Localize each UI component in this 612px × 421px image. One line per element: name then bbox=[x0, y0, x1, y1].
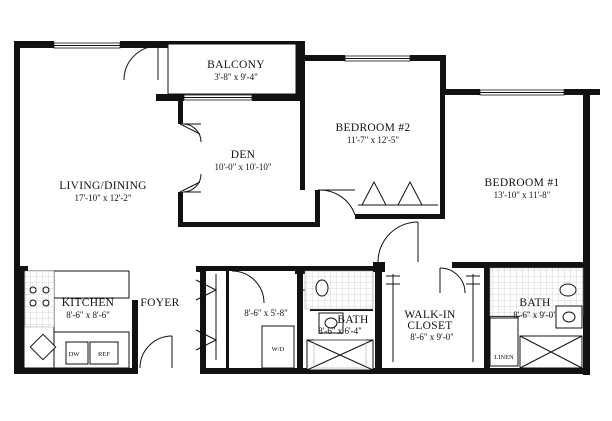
bath1-label: BATH bbox=[337, 314, 368, 326]
bath1-fixtures bbox=[304, 270, 374, 371]
laundry-dims: 8'-6" x 5'-8" bbox=[244, 308, 288, 318]
kitchen-dims: 8'-6" x 8'-6" bbox=[66, 310, 110, 320]
bath2-fixtures bbox=[489, 267, 584, 369]
balcony bbox=[123, 43, 297, 95]
den-dims: 10'-0" x 10'-10" bbox=[214, 162, 271, 172]
closet-label-line2: CLOSET bbox=[407, 320, 452, 332]
bedroom1-label: BEDROOM #1 bbox=[485, 177, 560, 189]
den-label: DEN bbox=[231, 149, 256, 161]
refrigerator-label: REF bbox=[98, 351, 110, 358]
bath2-label: BATH bbox=[519, 297, 550, 309]
room-labels: BALCONY 3'-8" x 9'-4" DEN 10'-0" x 10'-1… bbox=[59, 59, 559, 361]
bath1-dims: 8'-6" x 6'-4" bbox=[318, 326, 362, 336]
bedroom2-dims: 11'-7" x 12'-5" bbox=[347, 135, 400, 145]
closet-fixtures bbox=[386, 274, 480, 362]
bedroom1-dims: 13'-10" x 11'-8" bbox=[494, 190, 551, 200]
laundry-fixtures bbox=[261, 325, 295, 369]
bedroom2-label: BEDROOM #2 bbox=[336, 122, 411, 134]
balcony-dims: 3'-8" x 9'-4" bbox=[214, 72, 258, 82]
closet-label-line1: WALK-IN bbox=[404, 309, 456, 321]
kitchen-label: KITCHEN bbox=[62, 297, 115, 309]
balcony-label: BALCONY bbox=[207, 59, 265, 71]
walls bbox=[14, 41, 600, 375]
linen-label: LINEN bbox=[494, 354, 514, 361]
closet-dims: 8'-6" x 9'-0" bbox=[410, 332, 454, 342]
washer-dryer-label: W/D bbox=[272, 346, 285, 353]
windows bbox=[53, 42, 565, 101]
kitchen-fixtures bbox=[23, 270, 130, 369]
foyer-label: FOYER bbox=[140, 297, 179, 309]
living-dining-dims: 17'-10" x 12'-2" bbox=[74, 193, 131, 203]
living-dining-label: LIVING/DINING bbox=[59, 180, 147, 192]
dishwasher-label: DW bbox=[69, 351, 81, 358]
bath2-dims: 8'-6" x 9'-0" bbox=[513, 310, 557, 320]
